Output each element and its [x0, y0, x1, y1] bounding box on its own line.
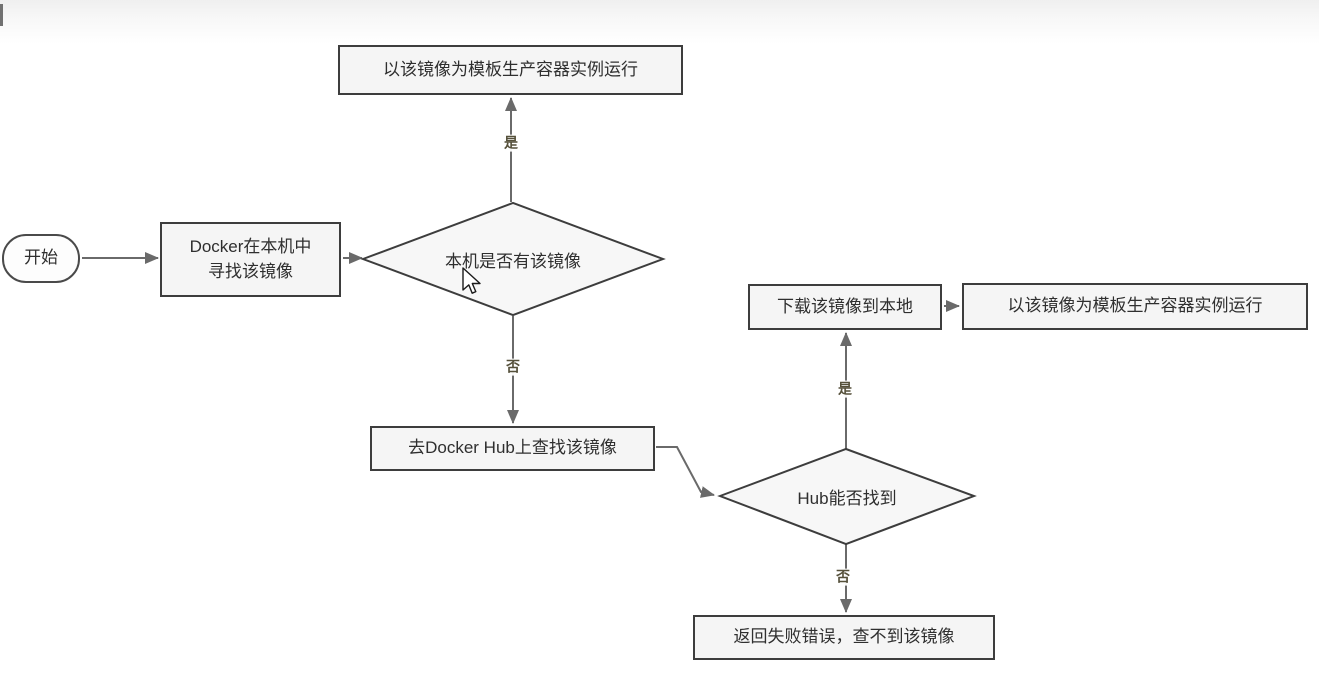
edge-label-local-yes: 是: [503, 134, 519, 152]
window-edge-fragment: [0, 4, 3, 26]
decision-hub-label: Hub能否找到: [797, 489, 897, 508]
decision-diamond-shape: [717, 447, 977, 546]
edge-label-hub-no: 否: [835, 568, 851, 586]
node-start-label: 开始: [24, 248, 58, 268]
node-find-local-image: Docker在本机中 寻找该镜像: [160, 222, 341, 297]
node-return-error-label: 返回失败错误，查不到该镜像: [733, 627, 955, 647]
node-find-local-line1: Docker在本机中: [189, 236, 312, 256]
decision-local-label: 本机是否有该镜像: [445, 251, 581, 271]
node-run-container-right: 以该镜像为模板生产容器实例运行: [962, 283, 1308, 330]
node-decision-hub-found: Hub能否找到: [716, 446, 978, 547]
node-find-local-line2: 寻找该镜像: [208, 261, 293, 281]
node-download-image-label: 下载该镜像到本地: [777, 296, 913, 316]
node-decision-local-has-image: 本机是否有该镜像: [360, 200, 666, 318]
decision-diamond-shape: [360, 201, 666, 317]
node-start: 开始: [2, 234, 80, 283]
node-search-docker-hub: 去Docker Hub上查找该镜像: [370, 426, 655, 471]
node-run-container-right-label: 以该镜像为模板生产容器实例运行: [1007, 296, 1263, 316]
edge-searchhub-to-hubdecision: [656, 446, 715, 498]
node-run-container-top: 以该镜像为模板生产容器实例运行: [338, 45, 683, 95]
node-run-container-top-label: 以该镜像为模板生产容器实例运行: [383, 59, 638, 79]
edge-label-local-no: 否: [505, 358, 521, 376]
node-return-error: 返回失败错误，查不到该镜像: [693, 615, 995, 660]
node-search-docker-hub-label: 去Docker Hub上查找该镜像: [408, 438, 617, 458]
node-download-image: 下载该镜像到本地: [748, 284, 942, 330]
edge-label-hub-yes: 是: [837, 380, 853, 398]
